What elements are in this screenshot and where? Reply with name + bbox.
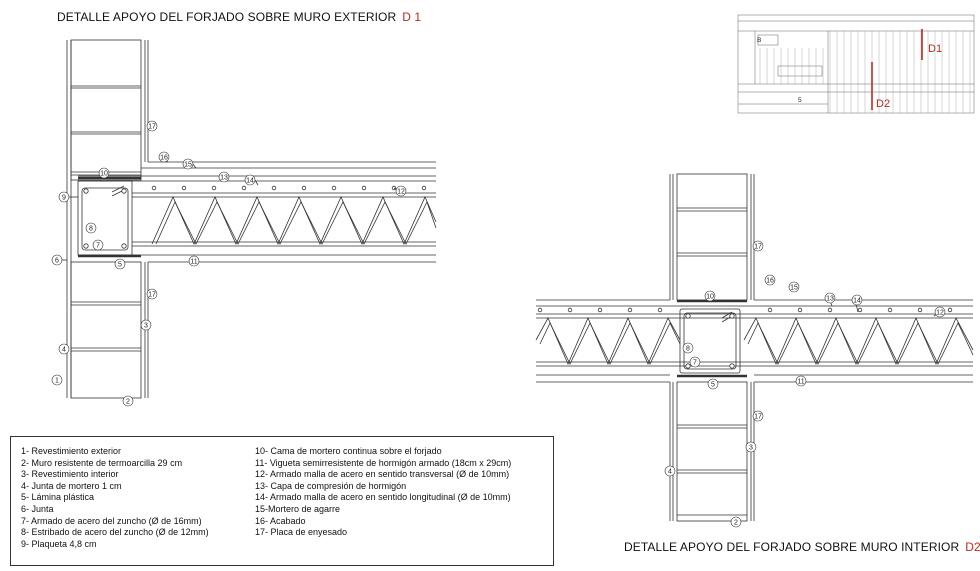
legend-item: 3- Revestimiento interior [21, 469, 119, 480]
d2-callout-2: 2 [734, 520, 738, 527]
d1-callout-9: 9 [62, 195, 66, 202]
legend-item: 15-Mortero de agarre [255, 503, 341, 514]
d2-callout-13: 13 [826, 296, 834, 303]
d2-callout-12: 12 [936, 310, 944, 317]
d1-callout-15: 15 [184, 162, 192, 169]
d1-callout-2: 2 [126, 399, 130, 406]
detail-d1-title-text: DETALLE APOYO DEL FORJADO SOBRE MURO EXT… [57, 10, 397, 24]
d1-callout-7: 7 [96, 243, 100, 250]
d1-callout-17a: 17 [148, 124, 156, 131]
d2-callout-17b: 17 [754, 414, 762, 421]
key-plan: D1 D2 B 5 [737, 14, 975, 114]
legend-item: 4- Junta de mortero 1 cm [21, 480, 122, 491]
d2-callout-3: 3 [749, 445, 753, 452]
d2-callout-7: 7 [693, 360, 697, 367]
d1-callout-3: 3 [144, 323, 148, 330]
legend-item: 16- Acabado [255, 515, 306, 526]
legend-item: 5- Lámina plástica [21, 492, 95, 503]
legend-item: 11- Vigueta semirresistente de hormigón … [255, 457, 512, 468]
d2-callout-11: 11 [797, 379, 804, 386]
legend-item: 1- Revestimiento exterior [21, 446, 122, 456]
d1-callout-17b: 17 [148, 292, 156, 299]
d1-callout-12: 12 [397, 189, 405, 196]
d2-callout-15: 15 [790, 285, 798, 292]
detail-d1-drawing [61, 39, 437, 399]
key-plan-marker-d1: D1 [928, 43, 942, 55]
d1-callout-5: 5 [118, 262, 122, 269]
detail-d2-title: DETALLE APOYO DEL FORJADO SOBRE MURO INT… [624, 540, 980, 554]
d1-callout-14: 14 [246, 178, 254, 185]
key-plan-label-5: 5 [798, 97, 802, 104]
key-plan-hatch [759, 31, 971, 113]
detail-d2-title-text: DETALLE APOYO DEL FORJADO SOBRE MURO INT… [624, 540, 960, 554]
d1-callout-6: 6 [55, 258, 59, 265]
d2-callout-5: 5 [711, 382, 715, 389]
detail-d2-drawing [535, 173, 974, 522]
d2-callout-10: 10 [706, 294, 714, 301]
d2-callout-14: 14 [853, 298, 861, 305]
legend-item: 10- Cama de mortero continua sobre el fo… [255, 446, 442, 456]
d1-callout-1: 1 [55, 378, 59, 385]
d1-callout-8: 8 [89, 226, 93, 233]
d1-callout-13: 13 [220, 175, 228, 182]
legend-item: 14- Armado malla de acero en sentido lon… [255, 492, 511, 503]
legend-item: 6- Junta [21, 503, 54, 514]
legend-item: 2- Muro resistente de termoarcilla 29 cm [21, 457, 183, 468]
legend-item: 13- Capa de compresión de hormigón [255, 480, 407, 491]
legend-item: 9- Plaqueta 4,8 cm [21, 538, 97, 549]
d1-callout-10: 10 [100, 171, 108, 178]
legend-right-column: 10- Cama de mortero continua sobre el fo… [255, 446, 511, 539]
key-plan-label-b: B [757, 37, 761, 44]
legend-item: 12- Armado malla de acero en sentido tra… [255, 469, 510, 480]
d1-callout-11: 11 [190, 259, 197, 266]
d2-callout-8: 8 [686, 346, 690, 353]
legend-item: 7- Armado de acero del zuncho (Ø de 16mm… [21, 515, 202, 526]
key-plan-marker-d2: D2 [876, 98, 890, 110]
legend-item: 17- Placa de enyesado [255, 527, 348, 538]
detail-d1-code: D 1 [402, 10, 422, 24]
d1-callout-16: 16 [160, 155, 168, 162]
detail-d2-code: D2 [965, 540, 980, 554]
detail-d2-callouts: 17 16 15 13 14 12 10 8 7 5 11 17 3 4 2 [664, 240, 946, 528]
legend-left-column: 1- Revestimiento exterior 2- Muro resist… [21, 446, 209, 550]
d2-callout-16: 16 [766, 278, 774, 285]
detail-d1-title: DETALLE APOYO DEL FORJADO SOBRE MURO EXT… [57, 10, 421, 24]
d2-callout-4: 4 [668, 469, 672, 476]
detail-d1-callouts: 17 16 15 13 14 12 10 9 8 7 5 6 11 17 3 4… [51, 120, 407, 407]
d1-callout-4: 4 [62, 347, 66, 354]
legend-box: 1- Revestimiento exterior 2- Muro resist… [10, 436, 554, 566]
d2-callout-17a: 17 [754, 244, 762, 251]
legend-item: 8- Estribado de acero del zuncho (Ø de 1… [21, 527, 209, 538]
